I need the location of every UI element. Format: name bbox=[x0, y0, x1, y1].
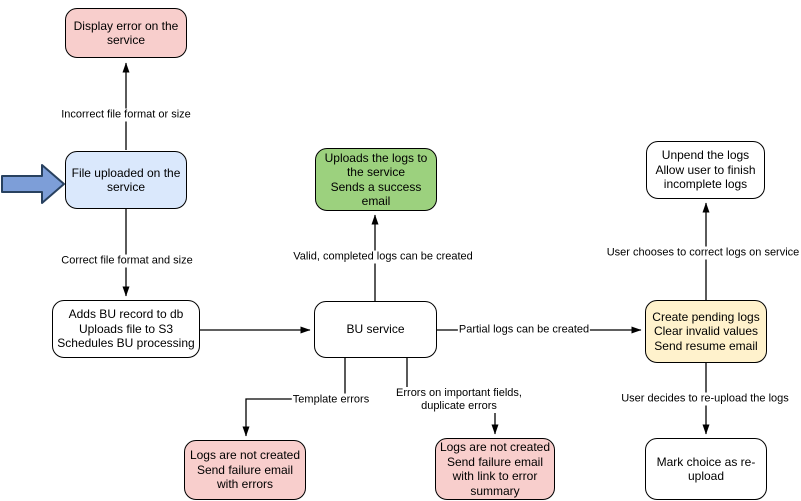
node-file-uploaded: File uploaded on the service bbox=[65, 151, 187, 209]
edge-label-user-decides: User decides to re-upload the logs bbox=[620, 392, 790, 406]
node-display-error: Display error on the service bbox=[65, 8, 187, 58]
node-bu-service: BU service bbox=[314, 301, 437, 358]
edge-label-valid-logs: Valid, completed logs can be created bbox=[292, 250, 474, 264]
edge-label-partial-logs: Partial logs can be created bbox=[457, 323, 591, 337]
node-create-pending-logs: Create pending logs Clear invalid values… bbox=[645, 300, 767, 363]
edge-label-field-errors: Errors on important fields, duplicate er… bbox=[395, 387, 523, 413]
node-adds-bu-record: Adds BU record to db Uploads file to S3 … bbox=[52, 300, 200, 358]
node-unpend-logs: Unpend the logs Allow user to finish inc… bbox=[646, 141, 765, 199]
edge-label-incorrect-format: Incorrect file format or size bbox=[60, 108, 192, 122]
input-pointer-arrow-icon bbox=[1, 164, 65, 204]
edge-label-correct-format: Correct file format and size bbox=[60, 254, 194, 268]
node-logs-not-created-errors: Logs are not created Send failure email … bbox=[184, 440, 306, 500]
edge-label-template-errors: Template errors bbox=[291, 393, 371, 407]
node-uploads-logs-success: Uploads the logs to the service Sends a … bbox=[315, 148, 437, 211]
edge-label-user-chooses: User chooses to correct logs on service bbox=[605, 246, 801, 260]
node-mark-reupload: Mark choice as re- upload bbox=[645, 438, 767, 500]
node-logs-not-created-summary: Logs are not created Send failure email … bbox=[435, 438, 555, 500]
